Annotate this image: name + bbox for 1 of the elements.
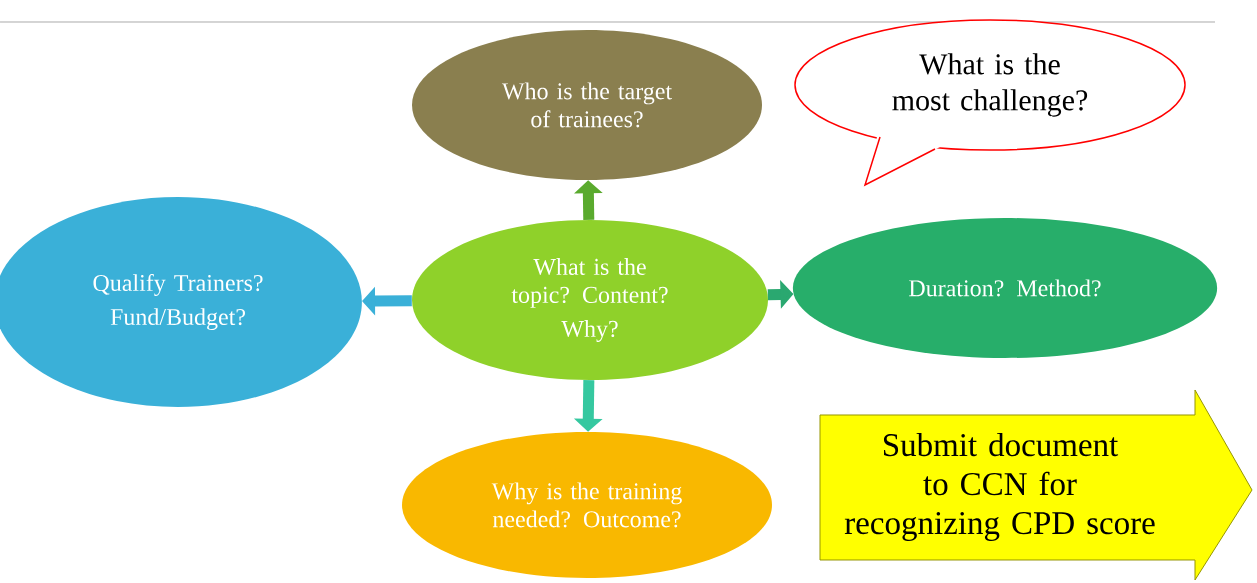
speech-bubble: What is the most challenge? bbox=[794, 19, 1186, 187]
